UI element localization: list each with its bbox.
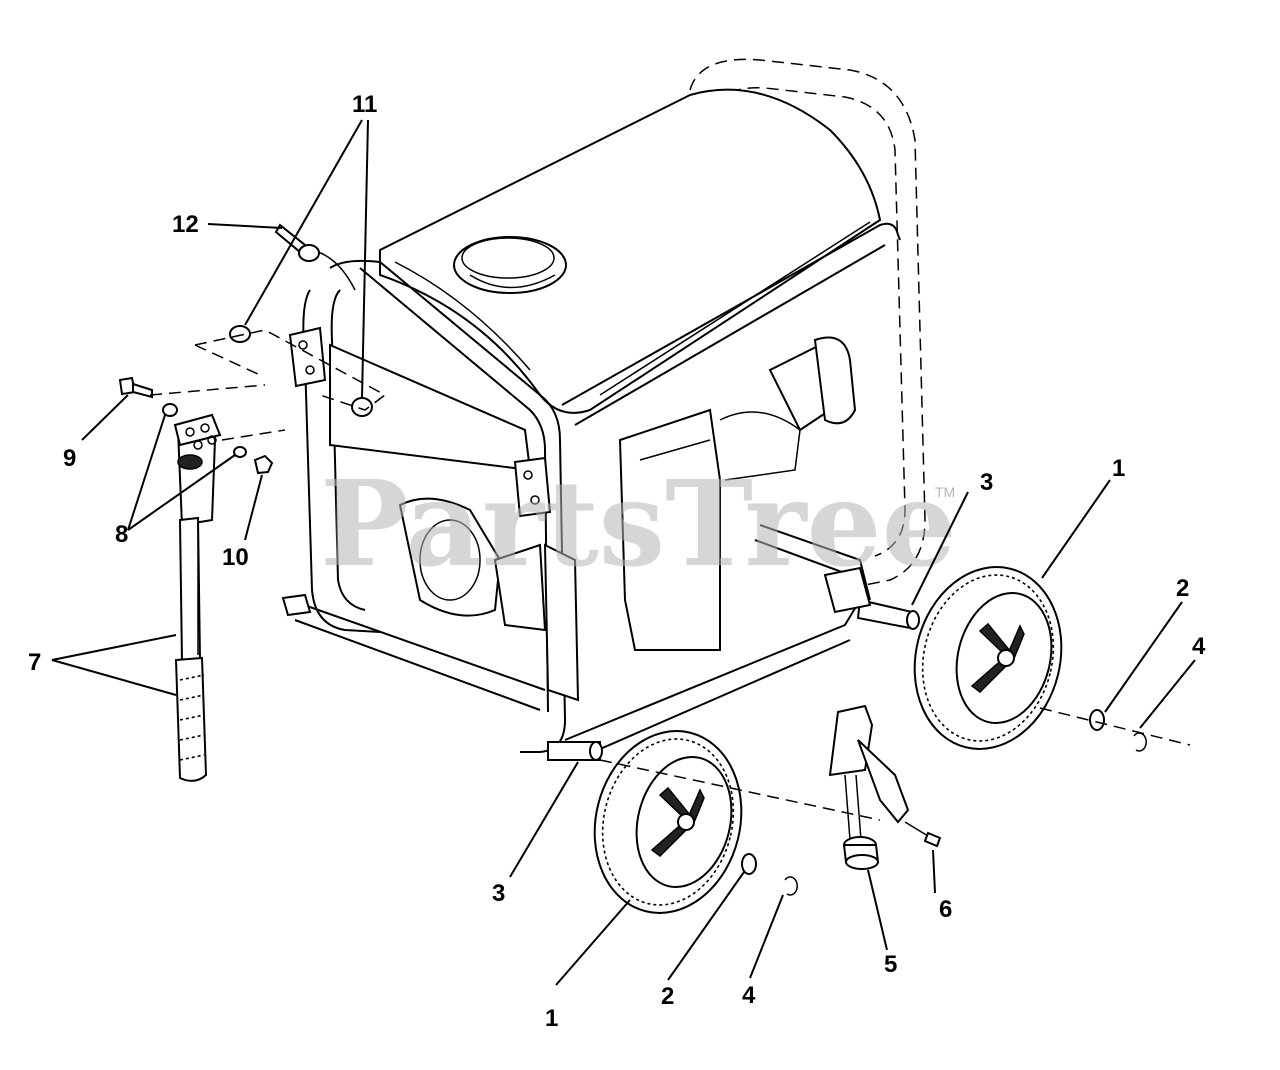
callout-1-rear: 1	[1112, 455, 1125, 482]
bracket-left	[288, 326, 327, 388]
washer-front	[741, 853, 757, 875]
washer-rear	[1089, 709, 1105, 731]
generator-assembly	[281, 58, 926, 761]
callout-numbers: 11 12 9 8 10 7 3 1 2 4 3 6 5 1 2 4	[28, 91, 1206, 1032]
watermark-trademark: TM	[935, 484, 955, 500]
callout-8: 8	[115, 521, 128, 548]
callout-2-front: 2	[661, 983, 674, 1010]
callout-5: 5	[884, 951, 897, 978]
callout-9: 9	[63, 445, 76, 472]
leader-lines	[51, 119, 1196, 986]
callout-2-rear: 2	[1176, 575, 1189, 602]
clip-rear	[1133, 732, 1147, 752]
wheel-rear	[913, 566, 1063, 750]
callout-3-front: 3	[492, 880, 505, 907]
wheel-front	[593, 730, 743, 914]
watermark: PartsTree TM	[320, 454, 957, 593]
watermark-brand: PartsTree	[320, 454, 957, 593]
bracket-right	[513, 456, 552, 518]
callout-7: 7	[28, 649, 41, 676]
foot-assembly	[828, 704, 942, 870]
handle-assembly	[118, 376, 286, 782]
callout-11: 11	[352, 91, 377, 118]
clip-front	[784, 876, 798, 896]
callout-1-front: 1	[545, 1005, 558, 1032]
callout-4-front: 4	[742, 982, 756, 1009]
callout-3-rear: 3	[980, 469, 993, 496]
callout-6: 6	[939, 896, 952, 923]
callout-12: 12	[172, 211, 199, 238]
callout-4-rear: 4	[1192, 633, 1206, 660]
callout-10: 10	[222, 544, 249, 571]
